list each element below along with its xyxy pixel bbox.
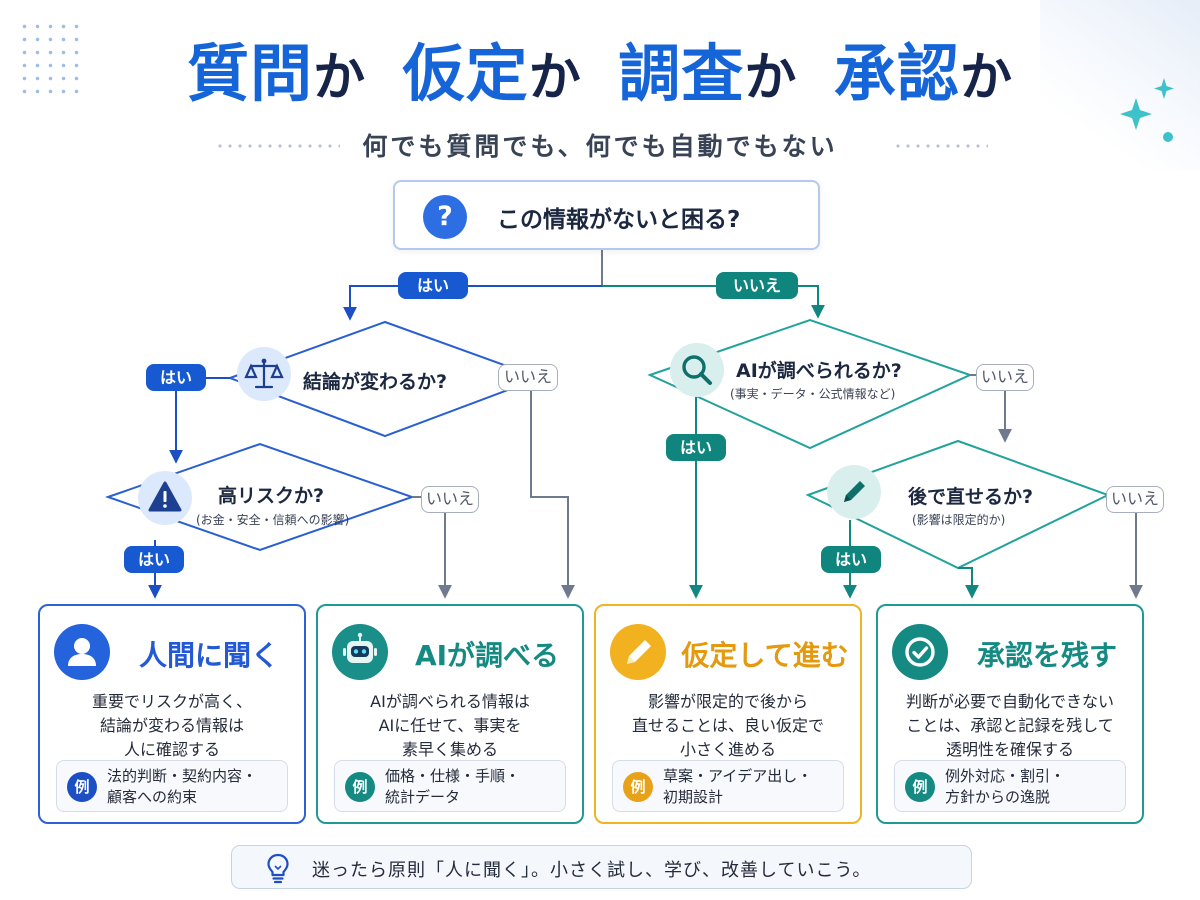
corner-glow [1040,0,1200,170]
decision-label-fixable: 後で直せるか? [908,486,1034,508]
decision-label-ai: AIが調べられるか? [736,360,902,382]
outcome-card-leave-approval: 承認を残す 判断が必要で自動化できないことは、承認と記録を残して透明性を確保する… [876,604,1144,824]
yes-label-risk: はい [124,546,184,573]
sparkle-icon [1110,70,1190,150]
pencil-icon [827,465,881,519]
root-question-box: ? この情報がないと困る? [393,180,820,250]
no-label-top: いいえ [716,272,798,299]
example-badge: 例 [67,772,97,802]
no-label-ai: いいえ [976,364,1034,391]
lightbulb-icon [264,852,292,884]
decision-sub-risk: (お金・安全・信頼への影響) [196,513,350,527]
no-label-fixable: いいえ [1106,486,1164,513]
decision-sub-fixable: (影響は限定的か) [912,513,1006,527]
card-title: 人間に聞く [138,639,279,672]
outcome-card-ask-human: 人間に聞く 重要でリスクが高く、結論が変わる情報は人に確認する 例 法的判断・契… [38,604,306,824]
example-text: 例外対応・割引・方針からの逸脱 [945,767,1066,806]
example-badge: 例 [623,772,653,802]
page-title: 質問か 仮定か 調査か 承認か [187,37,1013,110]
magnifier-icon [670,343,724,397]
card-description: 影響が限定的で後から直せることは、良い仮定で小さく進める [631,692,824,759]
no-label-risk: いいえ [421,486,479,513]
subtitle-divider-left [215,144,340,148]
dot-grid-decoration [18,20,80,98]
card-description: 重要でリスクが高く、結論が変わる情報は人に確認する [91,692,252,759]
tip-text: 迷ったら原則「人に聞く」。小さく試し、学び、改善していこう。 [312,860,872,881]
page-subtitle: 何でも質問でも、何でも自動でもない [362,132,838,161]
pencil-icon [610,624,666,680]
yes-label-top: はい [398,272,468,299]
decision-sub-ai: (事実・データ・公式情報など) [730,387,896,401]
person-icon [54,624,110,680]
card-title: 承認を残す [976,639,1117,672]
scales-icon [237,347,291,401]
check-icon [892,624,948,680]
card-title: AIが調べる [414,639,560,672]
example-text: 草案・アイデア出し・初期設計 [663,767,813,806]
example-text: 法的判断・契約内容・顧客への約束 [107,767,258,806]
outcome-card-assume-proceed: 仮定して進む 影響が限定的で後から直せることは、良い仮定で小さく進める 例 草案… [594,604,862,824]
tip-banner: 迷ったら原則「人に聞く」。小さく試し、学び、改善していこう。 [231,845,972,889]
card-example: 例 法的判断・契約内容・顧客への約束 [56,760,288,812]
root-question-text: この情報がないと困る? [497,207,741,233]
example-badge: 例 [905,772,935,802]
card-example: 例 例外対応・割引・方針からの逸脱 [894,760,1126,812]
example-text: 価格・仕様・手順・統計データ [385,767,521,806]
yes-label-conclusion: はい [146,364,206,391]
subtitle-divider-right [893,144,988,148]
yes-label-fixable: はい [821,546,881,573]
card-example: 例 価格・仕様・手順・統計データ [334,760,566,812]
yes-label-ai: はい [666,434,726,461]
no-label-conclusion: いいえ [498,364,558,391]
card-description: 判断が必要で自動化できないことは、承認と記録を残して透明性を確保する [905,692,1114,759]
decision-label-conclusion: 結論が変わるか? [303,371,448,393]
robot-icon [332,624,388,680]
example-badge: 例 [345,772,375,802]
card-example: 例 草案・アイデア出し・初期設計 [612,760,844,812]
decision-label-risk: 高リスクか? [218,485,325,507]
card-title: 仮定して進む [681,639,849,672]
question-icon: ? [423,195,467,239]
warning-icon [138,471,192,525]
